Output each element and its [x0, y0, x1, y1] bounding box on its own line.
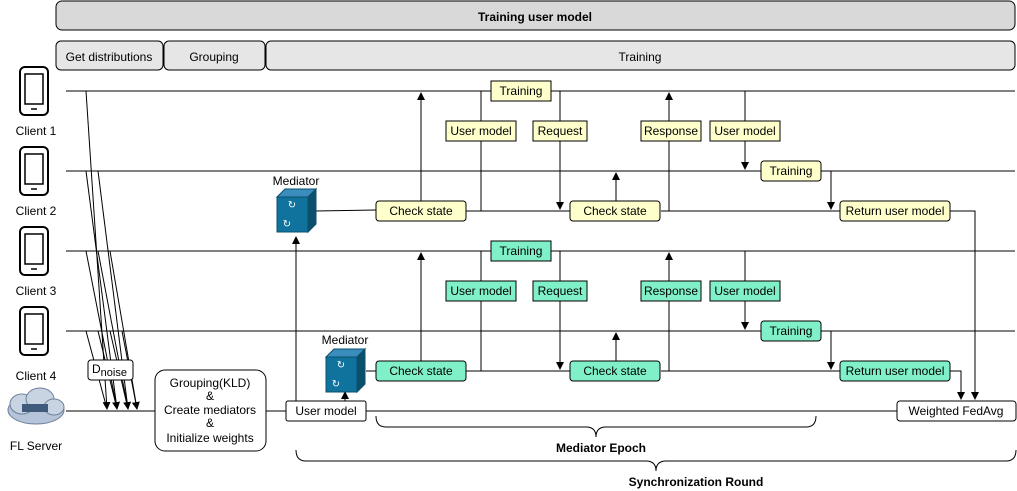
g1-check-state-b: Check state: [583, 204, 647, 218]
mediator-cube-icon: ↻ ↻: [324, 347, 367, 394]
g2-check-state-b: Check state: [583, 364, 647, 378]
phone-icon: [19, 226, 49, 276]
server-label: FL Server: [10, 439, 62, 453]
svg-text:↻: ↻: [288, 200, 296, 211]
g2-training-mid: Training: [770, 324, 813, 338]
g1-user-model-b: User model: [714, 124, 775, 138]
phase-grouping-label: Grouping: [189, 50, 238, 64]
g1-training-top: Training: [500, 84, 543, 98]
server-user-model-label: User model: [295, 404, 356, 418]
g2-training-top: Training: [500, 244, 543, 258]
group-2-boxes: Training User model Request Response Use…: [375, 240, 951, 382]
phone-icon: [19, 306, 49, 356]
grouping-line-3: Create mediators: [164, 403, 256, 417]
g1-training-mid: Training: [770, 164, 813, 178]
svg-text:Dnoise: Dnoise: [92, 362, 127, 379]
g2-check-state-a: Check state: [389, 364, 453, 378]
grouping-line-2: &: [206, 389, 214, 403]
server-user-model-box: User model: [285, 400, 367, 422]
grouping-line-1: Grouping(KLD): [170, 376, 251, 390]
client-1-label: Client 1: [16, 124, 57, 138]
svg-text:↻: ↻: [283, 219, 291, 230]
phone-icon: [19, 146, 49, 196]
connector-lines: [292, 91, 979, 401]
group-1-boxes: Training User model Request Response Use…: [375, 80, 951, 222]
client-3-label: Client 3: [16, 284, 57, 298]
mediator-2: Mediator ↻ ↻: [322, 333, 369, 394]
g2-response: Response: [644, 284, 698, 298]
mediator-epoch-label: Mediator Epoch: [556, 441, 646, 455]
header-banner: Training user model: [55, 0, 1016, 31]
mediator-cube-icon: ↻ ↻: [275, 187, 318, 234]
client-4-label: Client 4: [16, 369, 57, 383]
phase-grouping: Grouping: [163, 40, 266, 71]
grouping-box: Grouping(KLD) & Create mediators & Initi…: [154, 369, 267, 452]
mediator-1: Mediator ↻ ↻: [273, 174, 320, 234]
g1-return-user-model: Return user model: [846, 204, 945, 218]
grouping-line-4: &: [206, 416, 214, 430]
dnoise-box: Dnoise: [87, 359, 134, 381]
mediator-1-label: Mediator: [273, 174, 320, 188]
header-title: Training user model: [478, 10, 592, 24]
server-cloud-icon: [7, 387, 65, 425]
g1-response: Response: [644, 124, 698, 138]
weighted-fedavg-box: Weighted FedAvg: [896, 400, 1017, 422]
g2-request: Request: [538, 284, 583, 298]
g1-check-state-a: Check state: [389, 204, 453, 218]
synchronization-round-brace: [295, 449, 1017, 472]
g2-user-model-a: User model: [450, 284, 511, 298]
phase-training: Training: [265, 40, 1016, 71]
g2-user-model-b: User model: [714, 284, 775, 298]
phone-icon: [19, 66, 49, 116]
dnoise-sub: noise: [101, 367, 127, 379]
svg-text:↻: ↻: [337, 360, 345, 371]
mediator-2-label: Mediator: [322, 333, 369, 347]
grouping-line-5: Initialize weights: [166, 431, 253, 445]
g2-return-user-model: Return user model: [846, 364, 945, 378]
phase-training-label: Training: [619, 50, 662, 64]
client-2-label: Client 2: [16, 204, 57, 218]
g1-user-model-a: User model: [450, 124, 511, 138]
phase-get-distributions: Get distributions: [55, 40, 164, 71]
weighted-fedavg-label: Weighted FedAvg: [909, 404, 1004, 418]
mediator-epoch-brace: [375, 415, 817, 438]
dnoise-main: D: [92, 362, 101, 376]
synchronization-round-label: Synchronization Round: [629, 475, 764, 489]
phase-get-distributions-label: Get distributions: [66, 50, 153, 64]
g1-request: Request: [538, 124, 583, 138]
svg-text:↻: ↻: [332, 379, 340, 390]
